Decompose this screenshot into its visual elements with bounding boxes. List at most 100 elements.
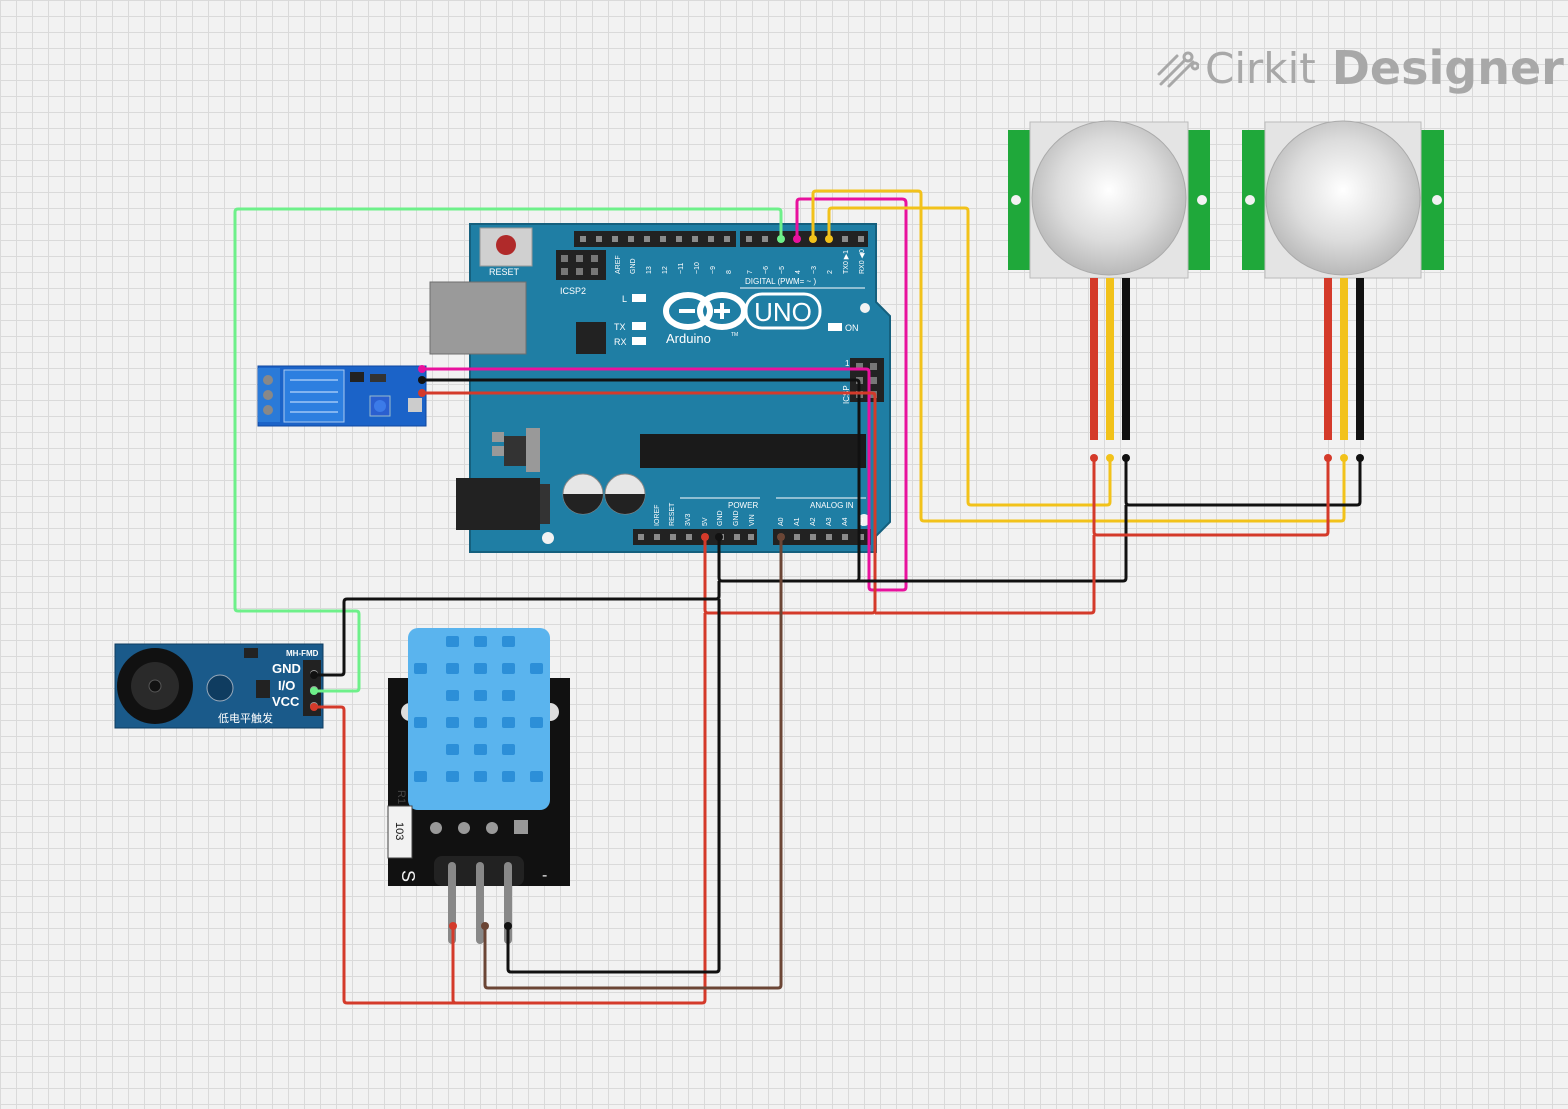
- analog-pin-label: A5: [858, 517, 865, 526]
- header-pin[interactable]: [826, 534, 832, 540]
- analog-pin-label: A3: [826, 517, 833, 526]
- wire-green-d5-buzzer-io[interactable]: [233, 207, 783, 693]
- mounting-hole: [860, 303, 870, 313]
- power-label: POWER: [728, 501, 758, 510]
- header-pin[interactable]: [708, 236, 714, 242]
- rx-led-label: RX: [614, 337, 627, 347]
- pir-dome: [1265, 120, 1421, 276]
- pir-sensor-1[interactable]: [1008, 120, 1210, 440]
- digital-header-high: [574, 231, 736, 247]
- micro-usb-port: [408, 398, 422, 412]
- digital-pin-label: ~3: [811, 266, 818, 274]
- sensor-grille-hole: [474, 663, 487, 674]
- header-pin[interactable]: [686, 534, 692, 540]
- header-pin[interactable]: [842, 534, 848, 540]
- digital-pin-label: 13: [646, 266, 653, 274]
- digital-header-low: [740, 231, 868, 247]
- buzzer-pin-io-label: I/O: [278, 678, 295, 693]
- digital-pin-label: 7: [747, 270, 754, 274]
- sensor-grille-hole: [474, 690, 487, 701]
- header-pin[interactable]: [858, 534, 864, 540]
- digital-pin-label: ~10: [694, 262, 701, 274]
- wire-red-relay-vcc[interactable]: [422, 391, 877, 615]
- power-pin-label: RESET: [669, 502, 676, 526]
- wire-red-dht-vcc[interactable]: [451, 926, 457, 1005]
- header-pin[interactable]: [746, 236, 752, 242]
- digital-pin-label: GND: [630, 258, 637, 274]
- header-pin[interactable]: [654, 534, 660, 540]
- header-pin[interactable]: [748, 534, 754, 540]
- tx-led-label: TX: [614, 322, 626, 332]
- wire-yellow-d2-pir1[interactable]: [827, 206, 1112, 507]
- rx-led: [632, 337, 646, 345]
- capacitor: [562, 473, 604, 515]
- digital-label: DIGITAL (PWM= ~ ): [745, 277, 816, 286]
- mounting-hole: [858, 514, 870, 526]
- dht11-sensor-module[interactable]: 103 R1 S -: [387, 628, 570, 944]
- power-header: [633, 529, 757, 545]
- buzzer-model-label: MH-FMD: [286, 649, 319, 658]
- buzzer-pin-vcc-label: VCC: [272, 694, 300, 709]
- buzzer-module[interactable]: MH-FMD GND I/O VCC 低电平触发: [114, 643, 324, 729]
- dht-signal-label: S: [398, 870, 418, 882]
- wire-pink-d4-relay[interactable]: [422, 197, 908, 592]
- digital-pin-label: RX0 ◀0: [859, 249, 866, 274]
- header-pin[interactable]: [660, 236, 666, 242]
- header-pin[interactable]: [612, 236, 618, 242]
- analog-header: [773, 529, 871, 545]
- wire-black-buzzer-gnd[interactable]: [314, 581, 721, 677]
- brand-name-bold: Designer: [1331, 41, 1564, 95]
- header-pin[interactable]: [628, 236, 634, 242]
- sensor-grille-hole: [414, 663, 427, 674]
- on-led-label: ON: [845, 323, 859, 333]
- buzzer-pin-gnd-label: GND: [272, 661, 301, 676]
- wire-black-pir-gnd[interactable]: [722, 458, 1362, 583]
- header-pin[interactable]: [724, 236, 730, 242]
- digital-pin-label: AREF: [615, 255, 622, 274]
- header-pin[interactable]: [692, 236, 698, 242]
- reset-button[interactable]: [496, 235, 516, 255]
- pir-dome: [1031, 120, 1187, 276]
- power-pin-label: IOREF: [654, 505, 661, 526]
- header-pin[interactable]: [842, 236, 848, 242]
- digital-pin-label: ~9: [710, 266, 717, 274]
- header-pin[interactable]: [638, 534, 644, 540]
- on-led: [828, 323, 842, 331]
- uno-label: UNO: [754, 297, 812, 327]
- pir-sensor-2[interactable]: [1242, 120, 1444, 440]
- sensor-grille-hole: [414, 717, 427, 728]
- sensor-grille-hole: [474, 636, 487, 647]
- sensor-grille-hole: [446, 717, 459, 728]
- sensor-grille-hole: [530, 717, 543, 728]
- reset-label: RESET: [489, 267, 520, 277]
- analog-pin-label: A0: [778, 517, 785, 526]
- wire-yellow-d3-pir2[interactable]: [811, 189, 1346, 523]
- voltage-regulator: [504, 436, 526, 466]
- usb-connector: [429, 281, 527, 355]
- header-pin[interactable]: [596, 236, 602, 242]
- header-pin[interactable]: [676, 236, 682, 242]
- relay-module[interactable]: [257, 365, 427, 427]
- sensor-grille-hole: [502, 744, 515, 755]
- brand-name-light: Cirkit: [1205, 43, 1316, 93]
- header-pin[interactable]: [762, 236, 768, 242]
- mounting-hole: [542, 532, 554, 544]
- header-pin[interactable]: [858, 236, 864, 242]
- header-pin[interactable]: [580, 236, 586, 242]
- header-pin[interactable]: [810, 534, 816, 540]
- wire-brown-dht-data-a0[interactable]: [483, 537, 783, 990]
- header-pin[interactable]: [794, 534, 800, 540]
- header-pin[interactable]: [670, 534, 676, 540]
- header-pin[interactable]: [734, 534, 740, 540]
- wire-black-dht-gnd[interactable]: [506, 599, 721, 974]
- sensor-grille-hole: [446, 744, 459, 755]
- wire-red-buzzer-vcc[interactable]: [314, 613, 707, 1005]
- sensor-grille-hole: [414, 771, 427, 782]
- wire-red-pir-vcc[interactable]: [875, 458, 1330, 615]
- sensor-grille-hole: [502, 690, 515, 701]
- buzzer-bottom-text: 低电平触发: [218, 711, 273, 725]
- icsp-pin1-label: 1: [845, 359, 850, 368]
- header-pin[interactable]: [644, 236, 650, 242]
- sensor-grille-hole: [502, 663, 515, 674]
